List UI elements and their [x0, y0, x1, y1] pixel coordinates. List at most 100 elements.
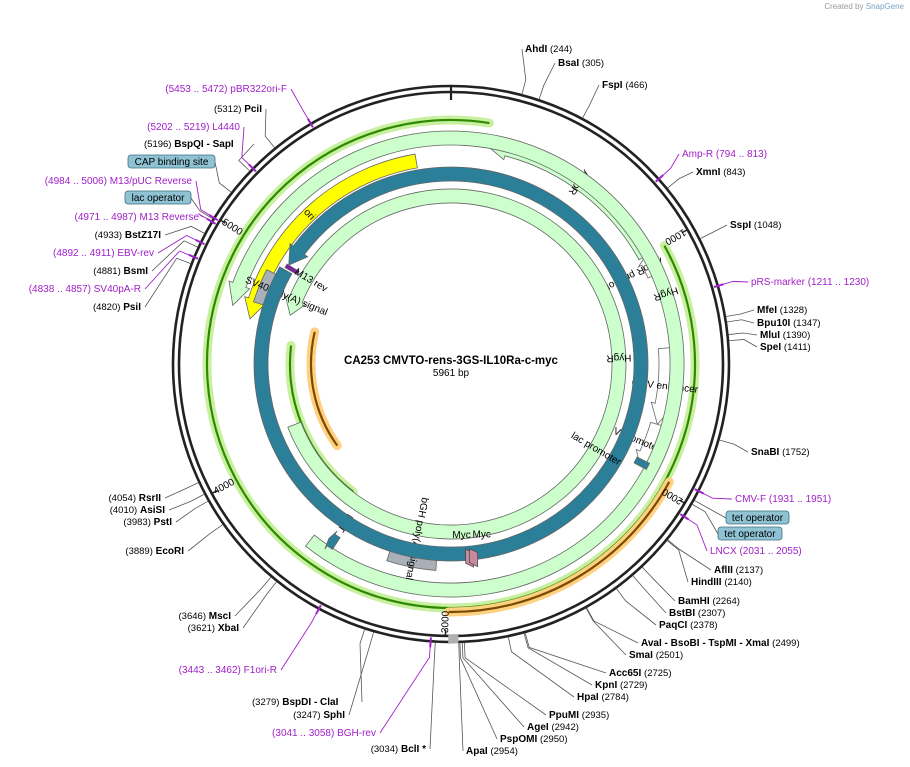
enzyme-position: (1347) [793, 318, 820, 329]
plasmid-length: 5961 bp [433, 368, 470, 379]
enzyme-label: SmaI (2501) [629, 650, 683, 661]
credit-prefix: Created by [824, 2, 864, 11]
primer-label: (3443 .. 3462) F1ori-R [179, 665, 277, 676]
primer-label: (4838 .. 4857) SV40pA-R [29, 284, 141, 295]
enzyme-name: Acc65I [609, 668, 641, 679]
primer-label: (4984 .. 5006) M13/pUC Reverse [45, 176, 193, 187]
enzyme-name: PstI [154, 517, 173, 528]
enzyme-name: BsaI [558, 58, 579, 69]
enzyme-position: (2501) [656, 650, 683, 661]
enzyme-leader [585, 607, 627, 656]
primer-name: L4440 [212, 122, 240, 133]
enzyme-name: XmnI [696, 167, 721, 178]
enzyme-leader [144, 257, 191, 308]
feature-box-label: CAP binding site [135, 157, 209, 168]
enzyme-position: (2137) [736, 565, 763, 576]
feature-box [725, 510, 790, 525]
enzyme-leader [461, 642, 525, 728]
feature-box-label: tet operator [732, 513, 784, 524]
enzyme-label: Bpu10I (1347) [757, 318, 821, 329]
enzyme-label: HpaI (2784) [577, 692, 629, 703]
enzyme-position: (2954) [490, 746, 517, 757]
plasmid-name: CA253 CMVTO-rens-3GS-IL10Ra-c-myc [344, 355, 558, 367]
primer-name: M13 Reverse [140, 212, 200, 223]
enzyme-position: (843) [723, 167, 745, 178]
enzyme-leader [234, 576, 272, 617]
enzyme-name: BamHI [678, 596, 710, 607]
enzyme-position: (2378) [690, 620, 717, 631]
primer-name: CMV-F [735, 494, 766, 505]
enzyme-label: PaqCI (2378) [659, 620, 718, 631]
enzyme-leader [238, 143, 255, 172]
primer-leader [290, 88, 311, 124]
enzyme-position: (305) [582, 58, 604, 69]
primer-range: (3041 .. 3058) [272, 728, 334, 739]
enzyme-name: BspQI [174, 139, 204, 150]
enzyme-label: (3621) XbaI [188, 623, 240, 634]
primer-range: (1211 .. 1230) [808, 277, 870, 288]
primer-leader [195, 180, 214, 218]
enzyme-name: XbaI [218, 623, 239, 634]
primer-range: (3443 .. 3462) [179, 665, 241, 676]
enzyme-name: - BsoBI [665, 638, 700, 649]
enzyme-label: (5312) PciI [214, 104, 262, 115]
feature-box-label: lac operator [132, 193, 185, 204]
feature-label: HygR [606, 352, 631, 364]
enzyme-position: (4010) [110, 505, 137, 516]
enzyme-label: PpuMI (2935) [549, 710, 609, 721]
tick-mark [211, 489, 218, 495]
enzyme-label-pair: (3279) BspDI - ClaI [252, 697, 339, 708]
enzyme-position: (1048) [754, 220, 781, 231]
feature-box [127, 154, 216, 169]
enzyme-label: (3247) SphI [293, 710, 345, 721]
snapgene-logo: SnapGene [865, 2, 904, 11]
enzyme-label: (4054) RsrII [109, 493, 162, 504]
enzyme-name: FspI [602, 80, 623, 91]
enzyme-position: (4933) [95, 230, 122, 241]
primer-range: (4984 .. 5006) [45, 176, 107, 187]
box-leader [691, 503, 719, 535]
enzyme-leader [168, 493, 205, 511]
enzyme-name: SphI [323, 710, 345, 721]
enzyme-name: KpnI [595, 680, 617, 691]
enzyme-label: (4820) PsiI [93, 302, 141, 313]
enzyme-name: AsiSI [140, 505, 165, 516]
primer-leader [379, 642, 432, 734]
primer-label: (5453 .. 5472) pBR322ori-F [165, 84, 287, 95]
enzyme-label: HindIII (2140) [691, 577, 752, 588]
tick-label: 3000 [440, 610, 451, 633]
enzyme-name: SspI [730, 220, 751, 231]
primer-range: (2031 .. 2055) [739, 546, 801, 557]
feature-tetop [633, 456, 651, 471]
enzyme-name: - TspMI [702, 638, 736, 649]
enzyme-name: PciI [244, 104, 262, 115]
enzyme-name: RsrII [139, 493, 161, 504]
orf-line [205, 118, 697, 610]
enzyme-leader [538, 62, 556, 100]
enzyme-leader [151, 240, 198, 272]
enzyme-position: (1390) [783, 330, 810, 341]
enzyme-label: SspI (1048) [730, 220, 781, 231]
tick-mark [679, 499, 686, 504]
primer-range: (4971 .. 4987) [74, 212, 136, 223]
enzyme-name: MscI [209, 611, 231, 622]
enzyme-label: (4881) BsmI [93, 266, 148, 277]
primer-range: (5202 .. 5219) [147, 122, 209, 133]
enzyme-label: ApaI (2954) [466, 746, 518, 757]
primer-leader [699, 490, 733, 500]
enzyme-label: MfeI (1328) [757, 305, 807, 316]
enzyme-name: Bpu10I [757, 318, 791, 329]
primer-name: BGH-rev [337, 728, 376, 739]
feature-box-label: tet operator [724, 529, 776, 540]
enzyme-leader [458, 642, 464, 752]
primer-leader [144, 250, 194, 290]
enzyme-position: (2729) [620, 680, 647, 691]
myc-label: Myc [452, 530, 470, 541]
enzyme-position: (3646) [179, 611, 206, 622]
primer-name: pRS-marker [751, 277, 806, 288]
enzyme-name: BstZ17I [125, 230, 161, 241]
enzyme-label: BstBI (2307) [669, 608, 725, 619]
enzyme-leader [429, 642, 436, 750]
box-leader [214, 161, 232, 193]
feature-m13rev [284, 263, 300, 276]
